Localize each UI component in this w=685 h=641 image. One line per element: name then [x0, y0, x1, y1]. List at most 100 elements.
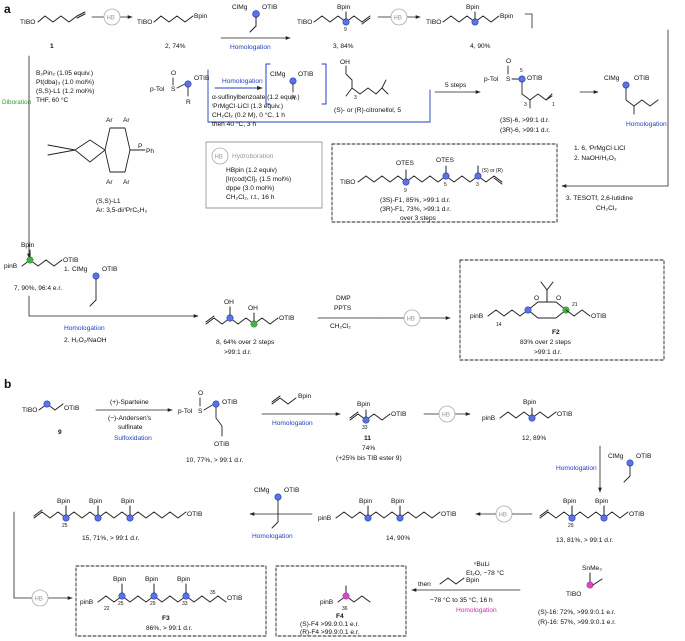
svg-text:Homologation: Homologation	[272, 420, 313, 427]
svg-text:OTIB: OTIB	[629, 511, 645, 518]
svg-text:(S,S)-L1 (1.2 mol%): (S,S)-L1 (1.2 mol%)	[36, 88, 94, 95]
svg-text:21: 21	[572, 302, 578, 308]
svg-text:Diboration: Diboration	[2, 99, 32, 106]
homologation-arrow-1: ClMg OTIB Homologation	[220, 4, 291, 51]
svg-text:dppe (3.0 mol%): dppe (3.0 mol%)	[226, 185, 274, 192]
f4-box: pinB 36 F4 (S)-F4 >99.9:0.1 e.r. (R)-F4 …	[275, 565, 407, 637]
svg-text:Hydroboration: Hydroboration	[232, 153, 274, 160]
hydroboration-arrow-1: HB	[91, 8, 133, 26]
svg-text:(R)-16: 57%, >99.9:0.1 e.r.: (R)-16: 57%, >99.9:0.1 e.r.	[538, 619, 616, 626]
svg-text:PPTS: PPTS	[334, 305, 352, 312]
svg-text:(R)-F4 >99.9:0.1 e.r.: (R)-F4 >99.9:0.1 e.r.	[300, 629, 360, 636]
svg-text:OTIB: OTIB	[391, 411, 407, 418]
svg-text:11: 11	[364, 435, 371, 442]
svg-text:B₂Pin₂ (1.05 equiv.): B₂Pin₂ (1.05 equiv.)	[36, 70, 93, 77]
svg-text:3: 3	[476, 182, 479, 188]
homologation-arrow-12-13: Homologation ClMg OTIB	[556, 445, 652, 493]
svg-text:DMP: DMP	[336, 295, 351, 302]
svg-text:HB: HB	[35, 597, 43, 603]
svg-text:15, 71%, > 99:1 d.r.: 15, 71%, > 99:1 d.r.	[82, 535, 140, 542]
svg-text:1.: 1.	[64, 266, 70, 273]
svg-text:2. H₂O₂/NaOH: 2. H₂O₂/NaOH	[64, 337, 107, 344]
svg-text:Homologation: Homologation	[626, 121, 667, 128]
svg-text:(+)-Sparteine: (+)-Sparteine	[110, 399, 149, 406]
panel-a-label: a	[4, 2, 11, 16]
svg-text:Ar: Ar	[106, 179, 113, 186]
svg-text:9: 9	[404, 188, 407, 194]
compound-9: TIBO OTIB 9	[22, 400, 80, 436]
svg-text:OTIB: OTIB	[591, 313, 607, 320]
svg-text:S: S	[171, 86, 176, 93]
svg-text:OTIB: OTIB	[102, 266, 118, 273]
svg-text:F2: F2	[552, 329, 560, 336]
svg-text:83% over 2 steps: 83% over 2 steps	[520, 339, 572, 346]
hydroboration-arrow-b2: HB	[475, 505, 533, 523]
svg-text:pinB: pinB	[470, 313, 484, 320]
svg-text:3: 3	[524, 102, 527, 108]
hydroboration-arrow-b1: HB	[423, 405, 471, 423]
arrow-7-to-8: 1. ClMg OTIB Homologation 2. H₂O₂/NaOH	[28, 266, 199, 344]
svg-text:TIBO: TIBO	[426, 19, 441, 26]
svg-text:3. TESOTf, 2,6-lutidine: 3. TESOTf, 2,6-lutidine	[566, 195, 633, 202]
svg-text:[Ir(cod)Cl]₂ (1.5 mol%): [Ir(cod)Cl]₂ (1.5 mol%)	[226, 176, 291, 183]
panel-b-label: b	[4, 377, 11, 391]
svg-text:ⁱPrMgCl·LiCl (1.3 equiv.): ⁱPrMgCl·LiCl (1.3 equiv.)	[212, 102, 283, 110]
svg-text:Homologation: Homologation	[64, 325, 105, 332]
svg-text:ClMg: ClMg	[604, 75, 620, 82]
svg-text:(−)-Andersen's: (−)-Andersen's	[108, 415, 152, 422]
svg-text:OTIB: OTIB	[63, 257, 79, 264]
svg-text:CH₂Cl₂: CH₂Cl₂	[330, 323, 351, 330]
svg-text:HBpin (1.2 equiv): HBpin (1.2 equiv)	[226, 167, 277, 174]
svg-text:74%: 74%	[362, 445, 375, 452]
svg-text:OTIB: OTIB	[634, 75, 650, 82]
compound-11: Bpin 33 OTIB 11 74% (+25% bis TIB ester …	[336, 401, 407, 462]
to-f1-arrow: 1. 6, ⁱPrMgCl·LiCl 2. NaOH/H₂O₂ 3. TESOT…	[561, 29, 669, 212]
svg-text:29: 29	[150, 601, 156, 607]
svg-text:OH: OH	[224, 299, 234, 306]
svg-text:HB: HB	[499, 513, 507, 519]
svg-text:TIBO: TIBO	[137, 19, 152, 26]
svg-text:Homologation: Homologation	[556, 465, 597, 472]
svg-text:TIBO: TIBO	[20, 19, 35, 26]
svg-text:CH₂Cl₂, r.t., 16 h: CH₂Cl₂, r.t., 16 h	[226, 194, 275, 201]
svg-text:pinB: pinB	[318, 515, 332, 522]
svg-text:Bpin: Bpin	[337, 4, 351, 11]
svg-text:2. NaOH/H₂O₂: 2. NaOH/H₂O₂	[574, 155, 617, 162]
svg-text:sulfinate: sulfinate	[118, 424, 143, 431]
citronellol: OH 3 (S)- or (R)-citronellol, 5	[334, 59, 401, 114]
compound-3: TIBO Bpin 9 3, 84%	[297, 4, 371, 50]
svg-text:Bpin: Bpin	[359, 498, 373, 505]
svg-text:>99:1 d.r.: >99:1 d.r.	[224, 349, 252, 356]
svg-text:O: O	[198, 390, 203, 397]
f3-box: pinB Bpin Bpin Bpin 22 25 29 33 35 OTIB …	[75, 565, 267, 637]
svg-text:HB: HB	[407, 317, 415, 323]
svg-text:10, 77%, > 99:1 d.r.: 10, 77%, > 99:1 d.r.	[186, 457, 244, 464]
dmp-arrow: DMP PPTS CH₂Cl₂ HB	[317, 295, 451, 330]
svg-text:pinB: pinB	[80, 599, 94, 606]
svg-text:OTIB: OTIB	[214, 441, 230, 448]
hydroboration-legend: HB Hydroboration HBpin (1.2 equiv) [Ir(c…	[205, 141, 323, 209]
svg-text:1: 1	[552, 102, 555, 108]
svg-text:over 3 steps: over 3 steps	[400, 215, 437, 222]
svg-text:Bpin: Bpin	[500, 13, 514, 20]
svg-text:ⁿBuLi: ⁿBuLi	[474, 561, 490, 568]
svg-text:S: S	[198, 408, 203, 415]
svg-text:(3S)-F1, 85%, >99:1 d.r.: (3S)-F1, 85%, >99:1 d.r.	[380, 197, 451, 204]
compound-2: TIBO Bpin 2, 74%	[137, 13, 208, 50]
svg-text:Bpin: Bpin	[466, 577, 480, 584]
svg-text:(S,S)-L1: (S,S)-L1	[96, 198, 121, 205]
svg-text:O: O	[556, 295, 561, 302]
svg-text:14: 14	[496, 322, 502, 328]
svg-text:Ar: Ar	[123, 117, 130, 124]
svg-text:ClMg: ClMg	[72, 266, 88, 273]
ligand-l1: Ar Ar Ar Ar P Ph (S,S)-L1 Ar: 3,5-di/ⁱPr…	[47, 117, 154, 214]
svg-text:TIBO: TIBO	[340, 179, 355, 186]
svg-text:9: 9	[58, 429, 62, 436]
svg-text:36: 36	[342, 606, 348, 612]
svg-text:Homologation: Homologation	[252, 533, 293, 540]
svg-text:O: O	[534, 295, 539, 302]
svg-text:then 40 °C, 3 h: then 40 °C, 3 h	[212, 120, 256, 128]
compound-10: p-Tol S O OTIB OTIB 10, 77%, > 99:1 d.r.	[178, 390, 244, 464]
svg-text:HB: HB	[394, 16, 402, 22]
